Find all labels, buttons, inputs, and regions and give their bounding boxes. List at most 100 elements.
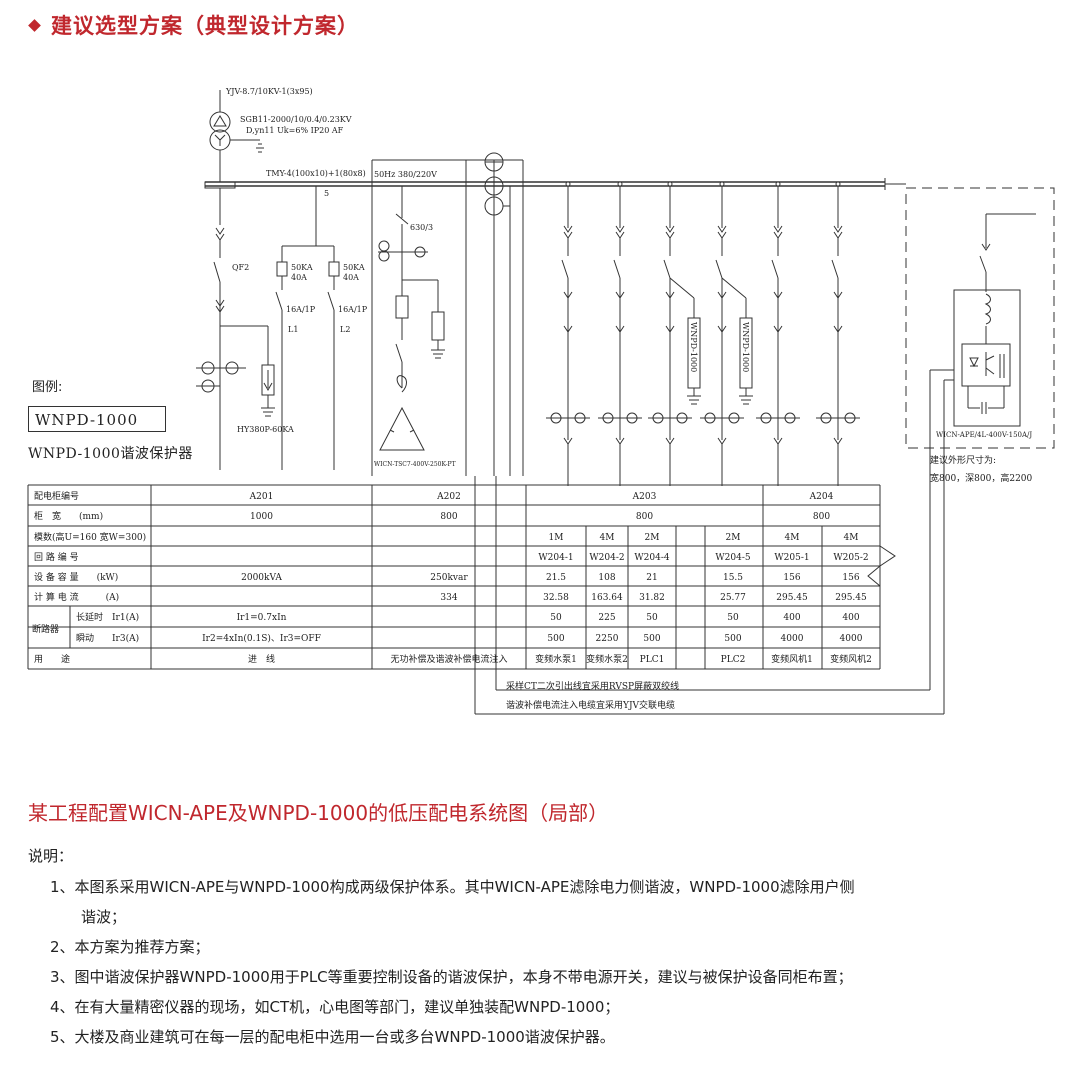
ape-model-label: WICN-APE/4L-400V-150A/J: [936, 431, 1032, 439]
transformer-winding-1: [209, 111, 231, 133]
legend-title: 图例:: [32, 380, 63, 395]
breaker-switch: [715, 259, 723, 279]
breaker-switch: [561, 259, 569, 279]
mcb-2-label: 16A/1P: [338, 305, 368, 314]
spd-2-rating: 50KA: [343, 263, 365, 272]
ground-icon: [687, 395, 701, 405]
bus-tap-point: [719, 181, 725, 187]
usage-cell: PLC1: [640, 655, 665, 665]
ir1-cell: 400: [842, 613, 859, 623]
table-row-label: 柜 宽 (mm): [34, 510, 103, 522]
ir1-cell: 50: [727, 613, 739, 623]
ir3-cell: 500: [643, 634, 660, 644]
l1-label: L1: [288, 325, 298, 334]
disconnect-symbol: [563, 291, 573, 333]
cabinet-width: 800: [813, 512, 830, 522]
current-cell: 163.64: [591, 593, 623, 603]
current-cell: 31.82: [639, 593, 665, 603]
cabinet-id: A204: [809, 492, 834, 502]
usage-cell: PLC2: [721, 655, 746, 665]
note-item: 3、图中谐波保护器WNPD-1000用于PLC等重要控制设备的谐波保护，本身不带…: [50, 968, 853, 986]
cabinet-id: A203: [632, 492, 657, 502]
bus-tap-point: [667, 181, 673, 187]
spd-1-current: 40A: [291, 273, 307, 282]
dimension-label-1: 建议外形尺寸为:: [930, 454, 996, 466]
table-row-label: 计 算 电 流 (A): [34, 591, 119, 603]
bus-tap-point: [775, 181, 781, 187]
usage-cell: 变频风机1: [771, 653, 813, 665]
table-row-label: 断路器: [32, 623, 59, 635]
disconnect-symbol: [717, 291, 727, 333]
ir3-cell: 4000: [840, 634, 863, 644]
legend-description: WNPD-1000谐波保护器: [28, 446, 193, 462]
capacitor-label: WICN-TSC7-400V-250K-PT: [374, 461, 456, 468]
capacity-cell: 156: [783, 573, 800, 583]
ir1-cell: 225: [598, 613, 615, 623]
usage-cell: 变频水泵2: [586, 653, 628, 665]
capacity-cell: 2000kVA: [241, 573, 282, 583]
breaker-switch: [831, 259, 839, 279]
disconnect-symbol: [665, 291, 675, 333]
module-cell: 4M: [844, 533, 859, 543]
usage-cell: 变频水泵1: [535, 653, 577, 665]
breaker-switch: [771, 259, 779, 279]
circuit-cell: W204-1: [538, 553, 573, 563]
ir1-cell: 400: [783, 613, 800, 623]
module-cell: 1M: [549, 533, 564, 543]
main-breaker-switch: [213, 261, 221, 283]
note-item: 1、本图系采用WICN-APE与WNPD-1000构成两级保护体系。其中WICN…: [50, 878, 855, 896]
current-cell: 295.45: [776, 593, 808, 603]
transformer-label-1: SGB11-2000/10/0.4/0.23KV: [240, 115, 352, 124]
capacity-cell: 250kvar: [430, 573, 468, 583]
bus-voltage-label: 50Hz 380/220V: [374, 170, 437, 179]
bus-tap-point: [617, 181, 623, 187]
capacity-cell: 108: [598, 573, 615, 583]
cabinet-width: 800: [440, 512, 457, 522]
mcb-1-label: 16A/1P: [286, 305, 316, 314]
ir3-cell: Ir2=4xIn(0.1S)、Ir3=OFF: [202, 633, 321, 644]
disconnect-symbol: [833, 291, 843, 333]
main-breaker-label: QF2: [232, 263, 249, 272]
table-row-label: 设 备 容 量 (kW): [34, 571, 118, 583]
note-item: 2、本方案为推荐方案；: [50, 938, 210, 956]
feeder-branches: [546, 181, 860, 486]
bus-tap-point: [835, 181, 841, 187]
circuit-cell: W205-2: [833, 553, 868, 563]
disconnect-symbol: [615, 291, 625, 333]
ir1-cell: 50: [550, 613, 562, 623]
usage-cell: 无功补偿及谐波补偿电流注入: [390, 653, 507, 665]
capacity-cell: 15.5: [723, 573, 743, 583]
cabinet-id: A201: [249, 492, 274, 502]
current-cell: 25.77: [720, 593, 746, 603]
notes-title: 说明：: [28, 847, 74, 865]
ape-module: [953, 289, 1021, 427]
capacity-cell: 156: [842, 573, 859, 583]
ir3-cell: 500: [547, 634, 564, 644]
module-cell: 4M: [785, 533, 800, 543]
table-row-label: 配电柜编号: [34, 490, 79, 502]
capacity-cell: 21: [646, 573, 657, 583]
legend-symbol-box: WNPD-1000: [28, 406, 166, 432]
dimension-label-2: 宽800，深800，高2200: [930, 472, 1033, 484]
cable-label: YJV-8.7/10KV-1(3x95): [225, 87, 313, 96]
table-row-label: 用 途: [34, 653, 70, 665]
table-row-label: 回 路 编 号: [34, 551, 79, 563]
ir1-cell: Ir1=0.7xIn: [237, 613, 287, 623]
usage-cell: 变频风机2: [830, 653, 872, 665]
table-row-label: 瞬动 Ir3(A): [76, 632, 139, 644]
ape-cabinet-outline: [905, 187, 1055, 449]
arrester-label: HY380P-60KA: [237, 425, 294, 434]
circuit-cell: W204-4: [634, 553, 669, 563]
l2-label: L2: [340, 325, 350, 334]
busbar-label: TMY-4(100x10)+1(80x8): [266, 169, 366, 178]
circuit-cell: W204-2: [589, 553, 624, 563]
page-heading: 建议选型方案（典型设计方案）: [28, 10, 359, 40]
table-break-line: [867, 545, 896, 587]
spd-1-rating: 50KA: [291, 263, 313, 272]
wnpd-device-label: WNPD-1000: [741, 322, 750, 372]
ir1-cell: 50: [646, 613, 658, 623]
wnpd-tap-line: [721, 277, 747, 299]
usage-cell: 进 线: [248, 653, 275, 665]
disconnect-symbol: [773, 291, 783, 333]
diagram-caption: 某工程配置WICN-APE及WNPD-1000的低压配电系统图（局部）: [28, 801, 609, 825]
